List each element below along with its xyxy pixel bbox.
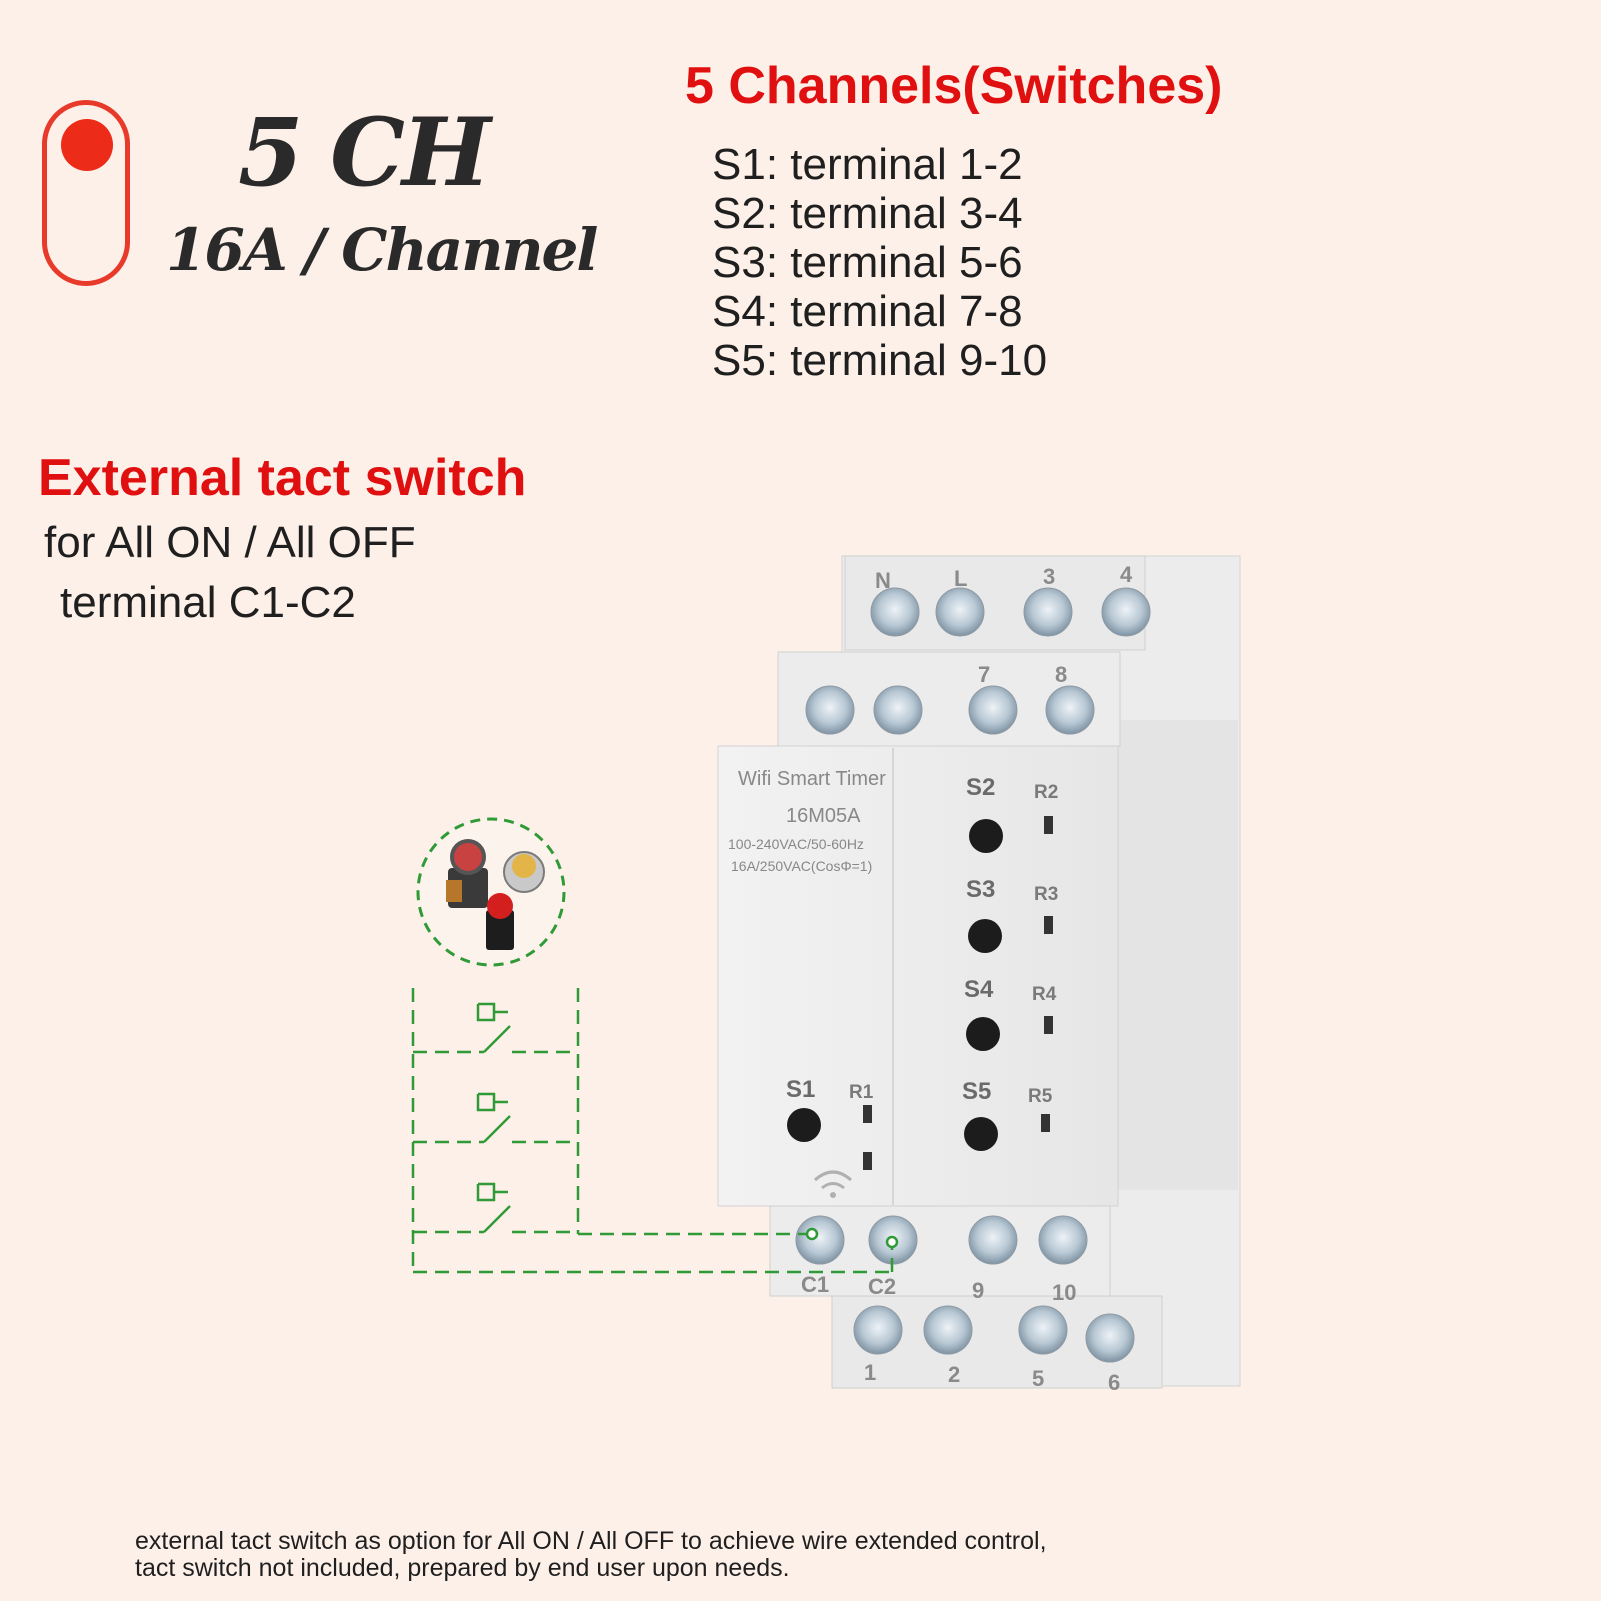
external-switch-terminals: terminal C1-C2	[60, 578, 356, 627]
external-switch-purpose: for All ON / All OFF	[44, 518, 416, 567]
device-model: 16M05A	[786, 805, 861, 827]
c2-connection-point	[885, 1235, 899, 1249]
led-label-r2: R2	[1034, 782, 1059, 803]
led-label-r5: R5	[1028, 1086, 1053, 1107]
tact-switch-photo-icon	[416, 817, 566, 967]
channel-item: S3: terminal 5-6	[712, 238, 1023, 287]
terminal-label-2: 2	[948, 1362, 961, 1387]
terminal-label-6: 6	[1108, 1370, 1121, 1395]
terminal-label-3: 3	[1043, 564, 1056, 589]
terminal-screws-lower-mid	[795, 1215, 1088, 1265]
terminal-label-7: 7	[978, 662, 991, 687]
channel-count-title: 5 CH	[238, 98, 491, 208]
current-rating: 16A / Channel	[166, 216, 598, 284]
button-label-s4: S4	[964, 976, 994, 1003]
channel-item: S4: terminal 7-8	[712, 287, 1023, 336]
button-label-s2: S2	[966, 774, 996, 801]
terminal-label-5: 5	[1032, 1366, 1045, 1391]
tact-switch-symbols	[476, 1002, 511, 1233]
terminal-label-l: L	[954, 566, 968, 591]
terminal-label-10: 10	[1052, 1280, 1077, 1305]
device-name: Wifi Smart Timer	[738, 768, 886, 790]
footnote: external tact switch as option for All O…	[135, 1528, 1047, 1582]
channel-item: S2: terminal 3-4	[712, 189, 1023, 238]
led-label-r4: R4	[1032, 984, 1057, 1005]
button-label-s3: S3	[966, 876, 996, 903]
terminal-label-4: 4	[1120, 562, 1133, 587]
button-label-s1: S1	[786, 1076, 816, 1103]
footnote-line: tact switch not included, prepared by en…	[135, 1554, 790, 1582]
terminal-label-n: N	[875, 568, 891, 593]
channel-terminal-list: S1: terminal 1-2 S2: terminal 3-4 S3: te…	[712, 140, 1047, 385]
led-label-r1: R1	[849, 1082, 874, 1103]
led-label-r3: R3	[1034, 884, 1059, 905]
push-buttons	[787, 819, 1003, 1151]
terminal-screws-upper-mid	[805, 685, 1095, 735]
footnote-line: external tact switch as option for All O…	[135, 1527, 1047, 1555]
terminal-screws-bottom	[853, 1305, 1135, 1363]
channels-heading: 5 Channels(Switches)	[685, 57, 1223, 115]
toggle-switch-icon	[42, 100, 130, 286]
terminal-label-8: 8	[1055, 662, 1068, 687]
led-windows	[863, 816, 1053, 1170]
channel-item: S1: terminal 1-2	[712, 140, 1023, 189]
channel-item: S5: terminal 9-10	[712, 336, 1048, 385]
terminal-label-1: 1	[864, 1360, 877, 1385]
c1-connection-point	[805, 1227, 819, 1241]
button-label-s5: S5	[962, 1078, 992, 1105]
external-switch-heading: External tact switch	[38, 449, 527, 507]
terminal-label-c2: C2	[868, 1274, 897, 1299]
terminal-label-9: 9	[972, 1278, 985, 1303]
terminal-label-c1: C1	[801, 1272, 830, 1297]
external-switch-wiring	[411, 988, 894, 1274]
terminal-screws-top	[870, 587, 1151, 637]
device-spec-voltage: 100-240VAC/50-60Hz	[728, 836, 864, 852]
toggle-dot	[61, 119, 113, 171]
device-spec-current: 16A/250VAC(CosΦ=1)	[731, 858, 873, 874]
wifi-icon	[814, 1170, 852, 1198]
